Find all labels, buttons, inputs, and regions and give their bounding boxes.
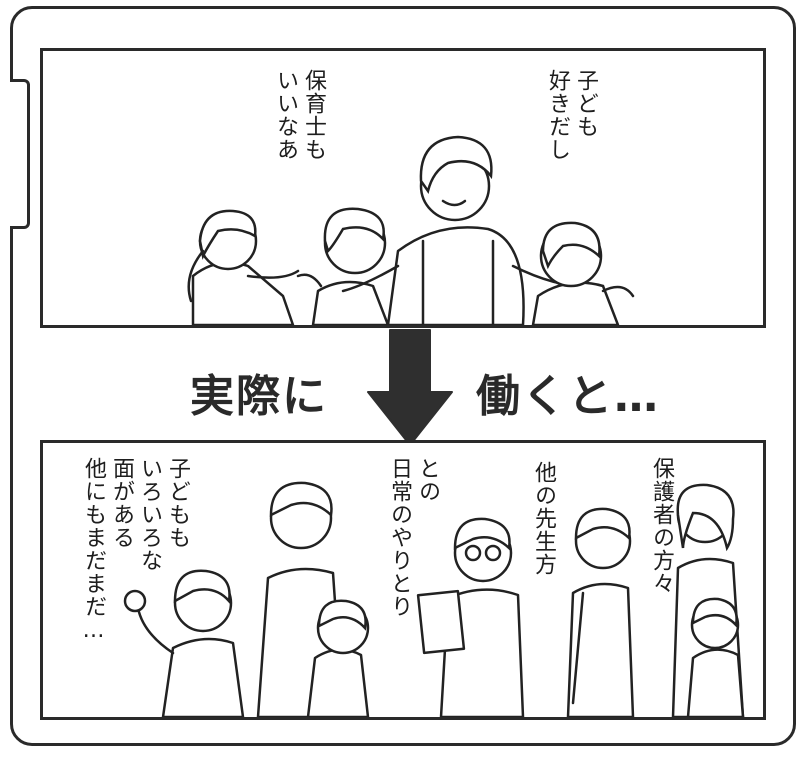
caption-line: 他の先生方 <box>531 461 556 576</box>
caption-parents: 保護者の方々 <box>647 457 675 627</box>
child-right-figure <box>531 221 635 325</box>
caption-line: いろいろな <box>137 457 162 572</box>
teacher-figure <box>341 135 605 325</box>
caption-line: 子どもも <box>165 457 190 549</box>
transition-left-text: 実際に <box>190 371 328 422</box>
caption-line: 他にもまだまだ… <box>81 457 106 644</box>
other-teacher-figure <box>566 507 635 717</box>
caption-children-various: 子どもも いろいろな 面がある 他にもまだまだ… <box>79 457 191 677</box>
caption-other-teachers: 他の先生方 <box>529 461 557 621</box>
caption-daily-interactions: との 日常のやりとり <box>385 457 441 657</box>
caption-line: いいなあ <box>273 69 298 161</box>
caption-line: 子ども <box>573 69 598 138</box>
caption-line: 好きだし <box>545 69 570 161</box>
caption-line: 面がある <box>109 457 134 549</box>
panel-bottom-illustration <box>123 481 745 717</box>
boy-figure <box>296 207 390 325</box>
girl-figure <box>187 209 300 325</box>
caption-like-children: 子ども 好きだし <box>543 69 599 209</box>
angry-child-figure <box>123 569 245 717</box>
caption-line: 保育士も <box>301 69 326 161</box>
panel-bottom: 子どもも いろいろな 面がある 他にもまだまだ… との 日常のやりとり 他の先生… <box>40 440 766 720</box>
panel-top-illustration <box>187 135 635 325</box>
glasses-teacher-figure <box>416 517 525 717</box>
caption-line: 日常のやりとり <box>387 457 412 618</box>
caption-line: 保護者の方々 <box>649 457 674 595</box>
frame-tab <box>10 79 30 229</box>
parent-and-child-figure <box>671 483 745 717</box>
transition-right-text: 働くと… <box>476 371 660 422</box>
caption-nursery-teacher: 保育士も いいなあ <box>271 69 327 209</box>
teacher-with-child-figure <box>256 481 370 717</box>
panel-top: 保育士も いいなあ 子ども 好きだし <box>40 48 766 328</box>
caption-line: との <box>415 457 440 503</box>
